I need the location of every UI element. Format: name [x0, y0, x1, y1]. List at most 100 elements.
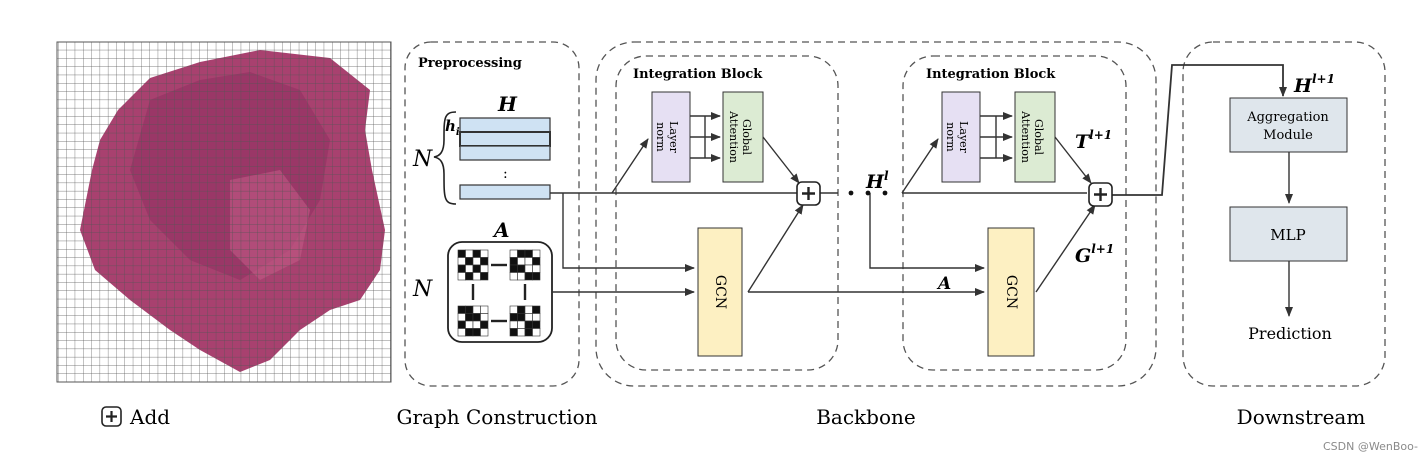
- matrix-cell: [472, 305, 481, 314]
- matrix-cell: [517, 257, 526, 266]
- svg-text:GlobalAttention: GlobalAttention: [727, 110, 753, 163]
- svg-text:Layernorm: Layernorm: [654, 121, 680, 154]
- block2-title: Integration Block: [926, 67, 1056, 82]
- matrix-cell: [517, 328, 526, 337]
- svg-text:Layernorm: Layernorm: [944, 121, 970, 154]
- matrix-cell: [465, 264, 474, 273]
- matrix-cell: [517, 305, 526, 314]
- matrix-cell: [532, 272, 541, 281]
- whole-slide-image: [56, 41, 392, 383]
- matrix-cell: [532, 320, 541, 329]
- A-label: A: [492, 218, 510, 242]
- add-node-2: [1088, 182, 1113, 207]
- matrix-cell: [457, 249, 466, 258]
- matrix-cell: [509, 249, 518, 258]
- aggregation-module: Aggregation Module: [1229, 97, 1348, 153]
- H-next-label: Hl+1: [1293, 72, 1335, 97]
- matrix-cell: [472, 249, 481, 258]
- matrix-cell: [472, 272, 481, 281]
- N-adjacency-label: N: [412, 277, 433, 302]
- matrix-cell: [517, 249, 526, 258]
- svg-text:GlobalAttention: GlobalAttention: [1019, 110, 1045, 163]
- matrix-cell: [480, 328, 489, 337]
- block1-global-attention: GlobalAttention: [722, 91, 764, 183]
- watermark: CSDN @WenBoo-: [1323, 440, 1418, 453]
- adjacency-matrix-icon: [447, 241, 553, 343]
- preprocessing-box: [404, 41, 580, 387]
- matrix-cell: [457, 272, 466, 281]
- matrix-cell: [509, 320, 518, 329]
- matrix-cell: [472, 264, 481, 273]
- matrix-cell: [465, 272, 474, 281]
- section-downstream: Downstream: [1237, 405, 1366, 429]
- H-l-label: Hl: [865, 169, 889, 193]
- matrix-cell: [509, 305, 518, 314]
- mlp-module: MLP: [1229, 206, 1348, 262]
- matrix-cell: [524, 272, 533, 281]
- matrix-cell: [465, 249, 474, 258]
- matrix-cell: [509, 257, 518, 266]
- matrix-cell: [532, 257, 541, 266]
- matrix-cell: [457, 264, 466, 273]
- matrix-cell: [524, 320, 533, 329]
- matrix-cell: [524, 305, 533, 314]
- continuation-dots: [848, 190, 888, 196]
- block1-title: Integration Block: [633, 67, 763, 82]
- svg-text:Aggregation: Aggregation: [1246, 110, 1329, 125]
- matrix-cell: [509, 272, 518, 281]
- matrix-cell: [517, 272, 526, 281]
- matrix-cell: [465, 305, 474, 314]
- matrix-cell: [532, 305, 541, 314]
- matrix-cell: [524, 257, 533, 266]
- block2-layer-norm: Layernorm: [941, 91, 981, 183]
- matrix-cell: [480, 264, 489, 273]
- matrix-cell: [480, 249, 489, 258]
- downstream-box: [1182, 41, 1386, 387]
- matrix-cell: [480, 313, 489, 322]
- bracket-icon: [433, 111, 457, 205]
- block2-gcn: GCN: [987, 227, 1035, 357]
- matrix-cell: [532, 264, 541, 273]
- matrix-cell: [532, 328, 541, 337]
- matrix-cell: [524, 249, 533, 258]
- matrix-cell: [524, 264, 533, 273]
- matrix-cell: [517, 264, 526, 273]
- T-label: Tl+1: [1075, 128, 1112, 153]
- matrix-cell: [457, 320, 466, 329]
- plus-box-icon: [101, 406, 122, 427]
- matrix-cell: [509, 313, 518, 322]
- legend-add-label: Add: [129, 405, 170, 429]
- matrix-cell: [480, 272, 489, 281]
- matrix-cell: [457, 328, 466, 337]
- matrix-cell: [517, 313, 526, 322]
- N-features-label: N: [412, 147, 433, 172]
- matrix-cell: [465, 257, 474, 266]
- matrix-cell: [472, 320, 481, 329]
- matrix-cell: [509, 264, 518, 273]
- svg-text:GCN: GCN: [712, 275, 728, 309]
- matrix-cell: [532, 313, 541, 322]
- matrix-cell: [472, 328, 481, 337]
- matrix-cell: [524, 313, 533, 322]
- matrix-cell: [465, 320, 474, 329]
- matrix-cell: [472, 257, 481, 266]
- section-backbone: Backbone: [816, 405, 916, 429]
- backbone-box: [595, 41, 1157, 387]
- node-features: [459, 117, 551, 200]
- section-graph-construction: Graph Construction: [396, 405, 597, 429]
- block1-layer-norm: Layernorm: [651, 91, 691, 183]
- matrix-cell: [480, 257, 489, 266]
- connections: [550, 64, 1293, 317]
- matrix-cell: [480, 320, 489, 329]
- matrix-cell: [457, 257, 466, 266]
- svg-text:MLP: MLP: [1270, 226, 1305, 244]
- G-label: Gl+1: [1075, 242, 1114, 267]
- matrix-cell: [524, 328, 533, 337]
- matrix-cell: [532, 249, 541, 258]
- integration-block-2-box: [902, 55, 1127, 371]
- integration-block-1-box: [615, 55, 839, 371]
- A-mid-label: A: [936, 274, 951, 294]
- block2-global-attention: GlobalAttention: [1014, 91, 1056, 183]
- matrix-cell: [472, 313, 481, 322]
- h-i-label: hi: [445, 117, 460, 138]
